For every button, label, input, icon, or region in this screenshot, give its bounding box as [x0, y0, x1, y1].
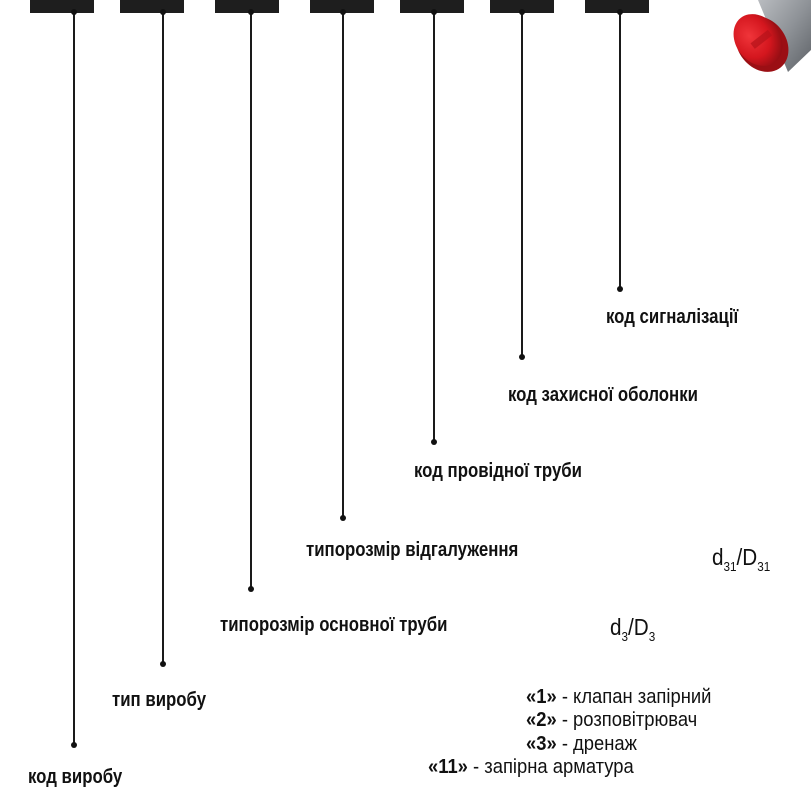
- leader-line-1: [73, 12, 75, 745]
- leader-line-7: [619, 12, 621, 289]
- leader-end-dot: [519, 354, 525, 360]
- leader-line-3: [250, 12, 252, 589]
- leader-top-dot: [160, 9, 166, 15]
- type-option-2: «2» - розповітрювач: [526, 709, 698, 731]
- leader-end-dot: [431, 439, 437, 445]
- leader-line-6: [521, 12, 523, 357]
- code-box-6: [490, 0, 554, 13]
- label-branch-size: типорозмір відгалуження: [306, 539, 519, 561]
- leader-end-dot: [248, 586, 254, 592]
- type-option-3: «3» - дренаж: [526, 733, 637, 755]
- type-option-1: «1» - клапан запірний: [526, 686, 712, 708]
- formula-branch: d31/D31: [712, 544, 771, 574]
- leader-end-dot: [71, 742, 77, 748]
- label-carrier-pipe-code: код провідної труби: [414, 460, 583, 482]
- leader-top-dot: [248, 9, 254, 15]
- leader-line-5: [433, 12, 435, 442]
- label-casing-code: код захисної оболонки: [508, 384, 698, 406]
- label-product-type: тип виробу: [112, 689, 207, 711]
- code-box-3: [215, 0, 279, 13]
- leader-top-dot: [340, 9, 346, 15]
- leader-top-dot: [617, 9, 623, 15]
- label-alarm-code: код сигналізації: [606, 306, 739, 328]
- leader-top-dot: [431, 9, 437, 15]
- leader-top-dot: [71, 9, 77, 15]
- formula-main-pipe: d3/D3: [610, 614, 656, 644]
- leader-line-2: [162, 12, 164, 664]
- leader-end-dot: [340, 515, 346, 521]
- label-product-code: код виробу: [28, 766, 123, 788]
- code-box-1: [30, 0, 94, 13]
- leader-end-dot: [617, 286, 623, 292]
- leader-line-4: [342, 12, 344, 518]
- type-option-4: «11» - запірна арматура: [428, 756, 634, 778]
- leader-end-dot: [160, 661, 166, 667]
- code-box-7: [585, 0, 649, 13]
- code-box-4: [310, 0, 374, 13]
- code-box-2: [120, 0, 184, 13]
- red-pipe-cap-icon: [733, 0, 811, 72]
- leader-top-dot: [519, 9, 525, 15]
- label-main-pipe-size: типорозмір основної труби: [220, 614, 448, 636]
- code-box-5: [400, 0, 464, 13]
